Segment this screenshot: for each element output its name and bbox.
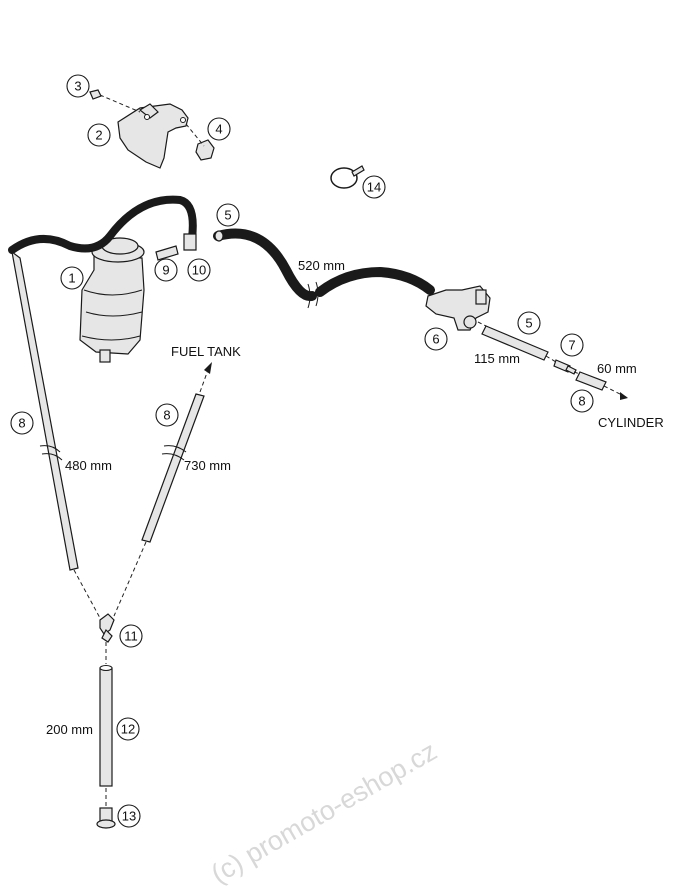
svg-text:8: 8 (18, 416, 25, 431)
short-hose-part (155, 245, 179, 261)
callout-8c: 8 (570, 389, 594, 413)
watermark: (c) promoto-eshop.cz (206, 736, 442, 890)
svg-text:5: 5 (525, 316, 532, 331)
callout-5b: 5 (517, 311, 541, 335)
dimension-200: 200 mm (46, 722, 93, 737)
svg-text:3: 3 (74, 79, 81, 94)
end-hose-part (575, 371, 607, 391)
callout-10: 10 (187, 258, 211, 282)
callout-11: 11 (119, 624, 143, 648)
callout-14: 14 (362, 175, 386, 199)
fuel-tank-label: FUEL TANK (171, 344, 241, 359)
elbow-part (183, 233, 197, 251)
svg-text:12: 12 (121, 722, 135, 737)
middle-hose-part (481, 325, 549, 361)
bolt-part (89, 89, 141, 113)
callout-1: 1 (60, 266, 84, 290)
svg-text:11: 11 (124, 629, 138, 644)
dimension-60: 60 mm (597, 361, 637, 376)
svg-text:9: 9 (162, 263, 169, 278)
callout-8b: 8 (155, 403, 179, 427)
valve-part (425, 285, 491, 331)
charcoal-canister-part (79, 237, 145, 363)
cylinder-label: CYLINDER (598, 415, 664, 430)
callout-3: 3 (66, 74, 90, 98)
svg-text:14: 14 (367, 180, 381, 195)
dimension-115: 115 mm (474, 351, 520, 366)
svg-text:8: 8 (578, 394, 585, 409)
callout-8a: 8 (10, 411, 34, 435)
dimension-480: 480 mm (65, 458, 112, 473)
left-hose-part (11, 250, 79, 571)
tank-hose-part (141, 393, 205, 543)
svg-text:1: 1 (68, 271, 75, 286)
svg-text:7: 7 (568, 338, 575, 353)
callout-13: 13 (117, 804, 141, 828)
svg-text:6: 6 (432, 332, 439, 347)
long-vent-hose-part (213, 228, 435, 309)
svg-text:10: 10 (192, 263, 206, 278)
cap-part (96, 807, 116, 829)
callout-12: 12 (116, 717, 140, 741)
callout-9: 9 (154, 258, 178, 282)
callout-6: 6 (424, 327, 448, 351)
svg-text:13: 13 (122, 809, 136, 824)
callout-7: 7 (560, 333, 584, 357)
svg-text:5: 5 (224, 208, 231, 223)
dimension-730: 730 mm (184, 458, 231, 473)
svg-text:8: 8 (163, 408, 170, 423)
cable-tie-part (330, 165, 365, 189)
bracket-part (117, 103, 189, 169)
callout-4: 4 (207, 117, 231, 141)
svg-text:2: 2 (95, 128, 102, 143)
callout-2: 2 (87, 123, 111, 147)
nut-part (185, 123, 215, 161)
y-connector-part (99, 613, 115, 643)
dimension-520: 520 mm (298, 258, 345, 273)
svg-text:4: 4 (215, 122, 222, 137)
callout-5a: 5 (216, 203, 240, 227)
check-valve-part (553, 359, 577, 375)
vertical-hose-part (99, 665, 113, 787)
